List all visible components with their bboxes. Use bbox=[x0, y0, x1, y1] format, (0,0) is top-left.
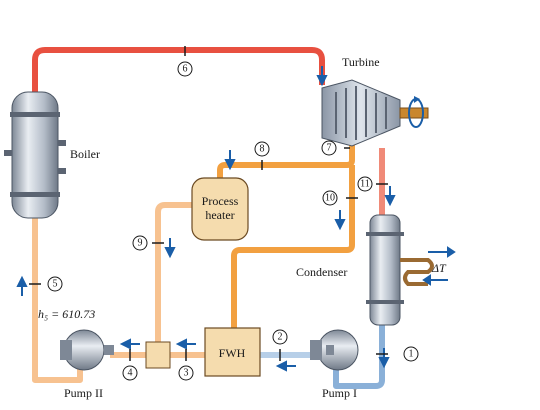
svg-text:9: 9 bbox=[138, 238, 143, 249]
pipe-extraction-7 bbox=[217, 140, 355, 178]
arrow-down-icon bbox=[164, 238, 176, 259]
condenser-label: Condenser bbox=[296, 265, 347, 279]
state-marker-4: 4 bbox=[122, 349, 138, 381]
process-heater-label-line1: Process bbox=[202, 194, 239, 208]
arrow-left-icon bbox=[275, 360, 296, 372]
svg-text:8: 8 bbox=[260, 144, 265, 155]
svg-text:1: 1 bbox=[409, 349, 414, 360]
pipe-network bbox=[32, 47, 385, 389]
state-marker-1: 1 bbox=[376, 346, 419, 362]
pipe-boiler-to-turbine bbox=[32, 47, 325, 95]
state-marker-5: 5 bbox=[29, 276, 63, 292]
pipe-extraction-10 bbox=[231, 165, 355, 328]
turbine-label: Turbine bbox=[342, 55, 380, 69]
flow-arrows bbox=[16, 66, 396, 372]
svg-text:10: 10 bbox=[325, 193, 335, 204]
cooling-arrow-icon bbox=[422, 246, 456, 286]
arrow-down-icon bbox=[384, 186, 396, 207]
state-marker-8: 8 bbox=[254, 141, 270, 170]
turbine-blades bbox=[335, 86, 387, 140]
pipe-condenser-to-pump1 bbox=[333, 320, 385, 389]
svg-text:5: 5 bbox=[53, 279, 58, 290]
fwh-label: FWH bbox=[219, 346, 246, 360]
state-markers: 6 7 8 10 11 9 5 4 3 2 1 bbox=[29, 46, 419, 381]
svg-text:7: 7 bbox=[327, 143, 332, 154]
svg-text:3: 3 bbox=[184, 368, 189, 379]
state-marker-11: 11 bbox=[357, 176, 388, 192]
state-marker-10: 10 bbox=[322, 190, 358, 206]
pump-2: Pump II bbox=[60, 329, 114, 400]
arrow-up-icon bbox=[16, 275, 28, 296]
cooling-coil bbox=[400, 258, 434, 286]
feedwater-heater: FWH bbox=[204, 327, 261, 377]
delta-t-label: ΔT bbox=[431, 261, 447, 275]
pipe-process-return-9 bbox=[155, 202, 192, 345]
arrow-left-icon bbox=[119, 338, 140, 350]
svg-text:2: 2 bbox=[278, 332, 283, 343]
process-heater: Process heater bbox=[191, 177, 249, 241]
state-marker-6: 6 bbox=[177, 46, 193, 77]
arrow-down-icon bbox=[224, 150, 236, 171]
condenser: Condenser ΔT bbox=[296, 214, 456, 326]
boiler: Boiler bbox=[4, 91, 100, 219]
turbine: Turbine bbox=[321, 55, 429, 147]
h5-annotation: h₅ = 610.73 bbox=[38, 307, 95, 321]
pump-1: Pump I bbox=[310, 329, 359, 400]
pipe-pump2-to-boiler bbox=[32, 210, 83, 383]
svg-text:4: 4 bbox=[128, 368, 133, 379]
svg-text:6: 6 bbox=[183, 64, 188, 75]
boiler-label: Boiler bbox=[70, 147, 100, 161]
pump-2-label: Pump II bbox=[64, 386, 103, 400]
pump-1-label: Pump I bbox=[322, 386, 357, 400]
state-marker-3: 3 bbox=[178, 349, 194, 381]
state-marker-2: 2 bbox=[272, 329, 288, 361]
arrow-down-icon bbox=[316, 66, 328, 87]
arrow-down-icon bbox=[334, 210, 346, 231]
state-marker-9: 9 bbox=[132, 235, 164, 251]
process-heater-label-line2: heater bbox=[205, 208, 234, 222]
svg-text:11: 11 bbox=[360, 179, 370, 190]
mixing-chamber bbox=[145, 341, 171, 369]
state-marker-7: 7 bbox=[321, 140, 350, 156]
arrow-left-icon bbox=[175, 338, 196, 350]
